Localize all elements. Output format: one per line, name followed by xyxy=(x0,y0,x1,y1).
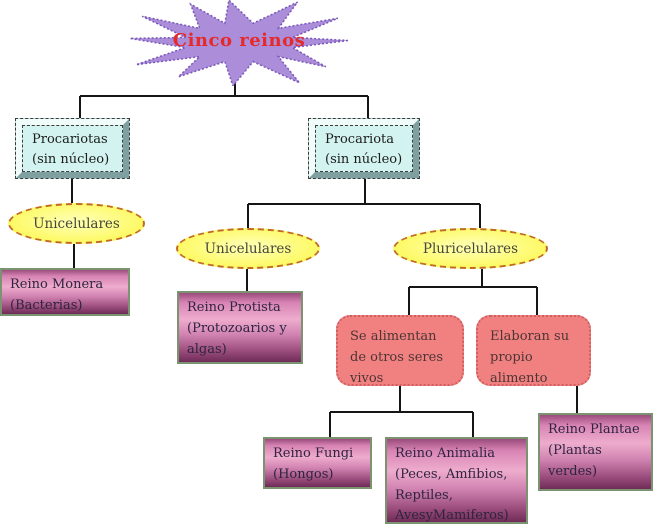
kingdom-label: Reino Animalia (Peces, Amfibios, Reptile… xyxy=(395,446,509,524)
oval-label: Pluricelulares xyxy=(422,240,519,257)
kingdom-label: Reino Plantae (Plantas verdes) xyxy=(548,422,640,479)
kingdom-label: Reino Fungi (Hongos) xyxy=(273,446,354,482)
criteria-label: Se alimentan de otros seres vivos xyxy=(350,329,443,386)
node-unicelulares-left: Unicelulares xyxy=(8,203,145,244)
node-procariota: Procariota (sin núcleo) xyxy=(308,118,420,179)
node-pluricelulares: Pluricelulares xyxy=(393,228,548,269)
kingdom-label: Reino Monera (Bacterias) xyxy=(10,277,104,313)
node-reino-fungi: Reino Fungi (Hongos) xyxy=(263,437,372,489)
node-reino-monera: Reino Monera (Bacterias) xyxy=(0,268,130,316)
node-reino-plantae: Reino Plantae (Plantas verdes) xyxy=(538,413,653,491)
diagram-title: Cinco reinos xyxy=(172,30,306,51)
starburst-root: Cinco reinos xyxy=(128,0,350,86)
node-unicelulares-middle: Unicelulares xyxy=(176,228,320,269)
node-se-alimentan: Se alimentan de otros seres vivos xyxy=(336,315,464,386)
oval-label: Unicelulares xyxy=(204,240,292,257)
bevel-frame: Procariota (sin núcleo) xyxy=(309,119,419,178)
kingdom-label: Reino Protista (Protozoarios y algas) xyxy=(187,300,287,357)
criteria-label: Elaboran su propio alimento xyxy=(490,329,570,386)
node-procariota-line2: (sin núcleo) xyxy=(325,152,403,168)
node-procariotas-line1: Procariotas xyxy=(32,132,108,147)
node-procariotas-line2: (sin núcleo) xyxy=(32,152,110,168)
node-procariotas: Procariotas (sin núcleo) xyxy=(15,118,130,179)
node-reino-protista: Reino Protista (Protozoarios y algas) xyxy=(177,291,303,364)
oval-label: Unicelulares xyxy=(33,215,120,232)
node-reino-animalia: Reino Animalia (Peces, Amfibios, Reptile… xyxy=(385,437,528,524)
node-elaboran: Elaboran su propio alimento xyxy=(476,315,591,386)
starburst-icon xyxy=(129,0,349,86)
node-procariota-line1: Procariota xyxy=(325,132,394,147)
bevel-frame: Procariotas (sin núcleo) xyxy=(16,119,129,178)
